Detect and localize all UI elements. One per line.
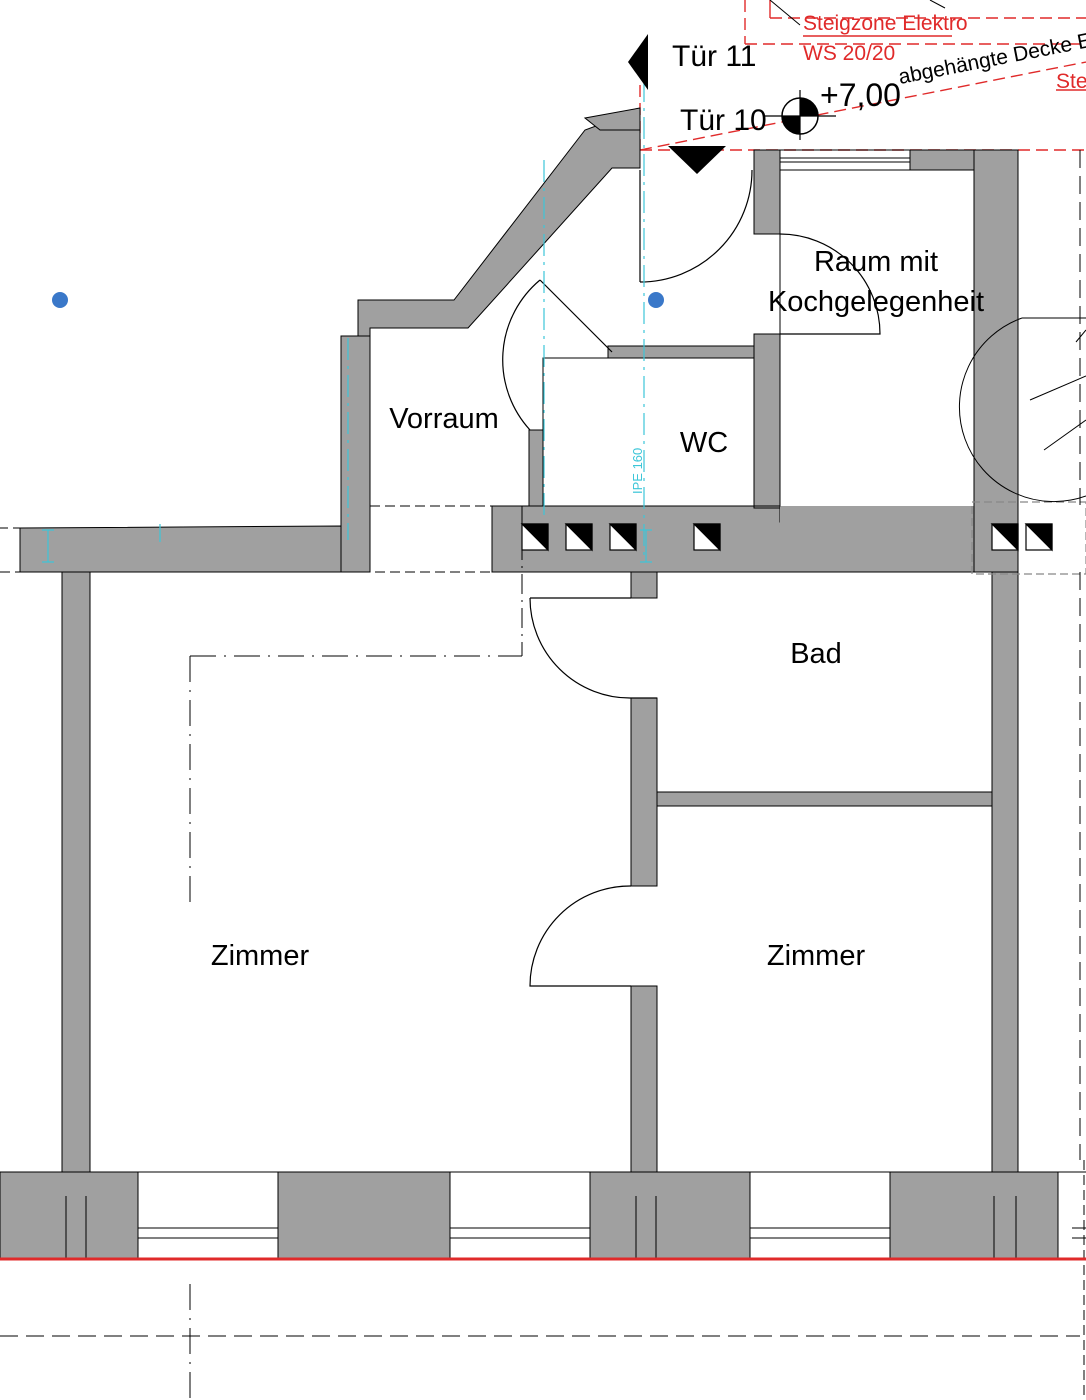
red-cut-label: Ste: [1056, 70, 1086, 93]
wall-horizontal-left: [19, 525, 342, 573]
ws-label: WS 20/20: [803, 42, 895, 65]
door-zimmer-swing: [529, 885, 632, 987]
door-bad-swing: [529, 597, 657, 699]
wall-wc-right: [753, 333, 781, 507]
facade-windows: [65, 1160, 1086, 1400]
construction-lines: [0, 150, 1081, 1400]
shaft-3: [608, 523, 637, 552]
shaft-5: [990, 523, 1019, 552]
room-zimmer-right-label: Zimmer: [767, 940, 866, 972]
steigzone-label: Steigzone Elektro: [803, 12, 968, 35]
wall-diagonal-entry: [357, 109, 641, 337]
room-bad-label: Bad: [790, 638, 842, 670]
level-marker-icon: [764, 90, 836, 140]
section-arrow-up: [628, 34, 648, 90]
section-arrow-down: [668, 146, 726, 174]
section-markers: [628, 34, 726, 174]
wall-central-mid: [630, 697, 658, 887]
wall-kitchen-bottom: [780, 506, 980, 524]
door-entry-swing: [639, 169, 753, 283]
room-wc-fill: [542, 357, 755, 507]
wall-kitchen-top-right: [909, 149, 977, 171]
room-kitchen-label-2: Kochgelegenheit: [768, 286, 984, 318]
marker-dot[interactable]: [648, 292, 664, 308]
pier-3: [589, 1171, 751, 1259]
shaft-4: [692, 523, 721, 552]
wall-entry-stub: [583, 107, 641, 131]
door-kitchen-swing: [779, 233, 881, 335]
door-11-label: Tür 11: [672, 40, 756, 73]
door-swings: [502, 169, 881, 987]
room-vorraum-label: Vorraum: [389, 403, 499, 435]
beam-lines: [42, 80, 652, 563]
pier-2: [277, 1171, 451, 1259]
marker-dot[interactable]: [52, 292, 68, 308]
wall-kitchen-left-2: [753, 149, 781, 235]
wall-bad-bottom: [656, 791, 993, 807]
wall-central-top: [630, 571, 658, 599]
pier-1: [0, 1171, 139, 1259]
leader-line: [769, 0, 801, 26]
wall-vorraum-stub: [528, 429, 544, 507]
room-kitchen-label-1: Raum mit: [814, 246, 938, 278]
stair: [958, 317, 1086, 503]
beam-label: IPE 160: [630, 448, 645, 494]
room-fills: [542, 169, 975, 523]
service-shafts: [520, 501, 1086, 575]
door-10-label: Tür 10: [680, 104, 767, 137]
wall-central-low: [630, 985, 658, 1173]
room-wc-label: WC: [680, 427, 728, 459]
pier-4: [889, 1171, 1059, 1259]
wall-right-outer-2: [973, 149, 1019, 573]
level-value: +7,00: [820, 77, 901, 113]
wall-vorraum-left: [340, 335, 371, 573]
wall-left-outer: [61, 571, 91, 1173]
shaft-1: [520, 523, 549, 552]
room-zimmer-left-label: Zimmer: [211, 940, 310, 972]
room-kitchen-fill: [779, 169, 975, 523]
wall-wc-top-2: [607, 345, 755, 359]
shaft-2: [564, 523, 593, 552]
shaft-6: [1024, 523, 1053, 552]
leader-line: [929, 0, 946, 9]
kitchen-window: [779, 149, 911, 163]
door-vorraum-swing: [502, 279, 541, 431]
wall-right-lower: [991, 571, 1019, 1173]
